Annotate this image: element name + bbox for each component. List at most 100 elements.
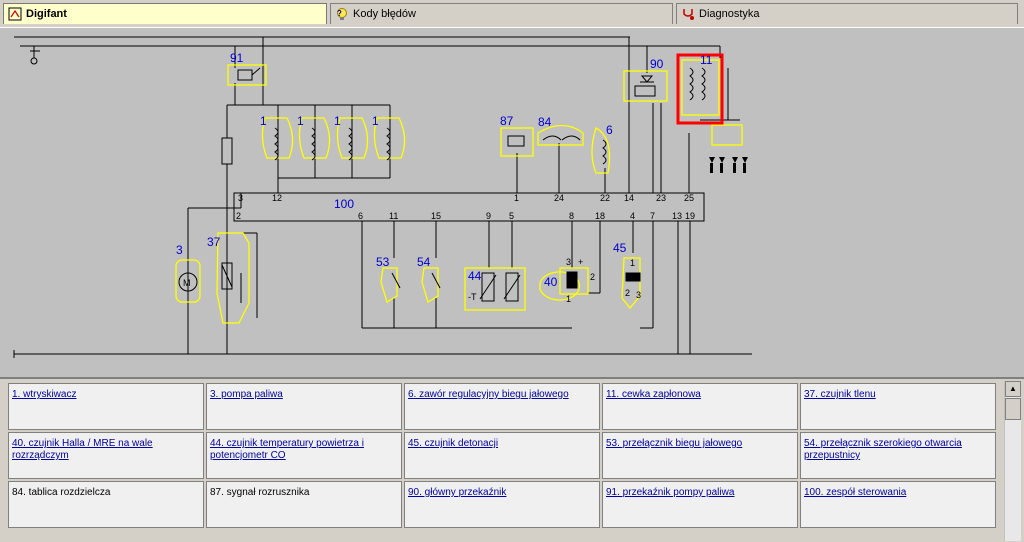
pin-label: 24 [554, 193, 564, 203]
legend-item-91[interactable]: 91. przekaźnik pompy paliwa [602, 481, 798, 528]
component-label[interactable]: 54 [417, 255, 431, 269]
lightbulb-help-icon: ? [337, 8, 347, 20]
component-label[interactable]: 6 [606, 123, 613, 137]
component-label[interactable]: 100 [334, 197, 354, 211]
starter-icon [507, 135, 525, 147]
legend-scrollbar[interactable]: ▲ [1004, 381, 1021, 541]
pin-label: 1 [514, 193, 519, 203]
component-label[interactable]: 11 [700, 53, 713, 67]
legend-item-3[interactable]: 3. pompa paliwa [206, 383, 402, 430]
tab-diagnostyka[interactable]: Diagnostyka [676, 3, 1018, 24]
pin-label: 8 [569, 211, 574, 221]
tab-label: Kody błędów [353, 8, 416, 20]
tab-label: Diagnostyka [699, 8, 760, 20]
injector-1c-outline [336, 117, 369, 159]
component-label[interactable]: 91 [230, 51, 244, 65]
component-label[interactable]: 45 [613, 241, 627, 255]
pin-label: 9 [486, 211, 491, 221]
legend-item-44[interactable]: 44. czujnik temperatury powietrza i pote… [206, 432, 402, 479]
component-label[interactable]: 37 [207, 235, 221, 249]
fuel-pump-outline [175, 259, 201, 303]
gauge-icon [542, 135, 581, 141]
pin-label: 3 [636, 290, 641, 300]
legend-item-37[interactable]: 37. czujnik tlenu [800, 383, 996, 430]
pin-label: 22 [600, 193, 610, 203]
ecu-pin-labels: 3 12 1 24 22 14 23 25 2 6 11 15 9 5 8 18… [183, 193, 695, 304]
pin-label: 25 [684, 193, 694, 203]
component-label[interactable]: 1 [260, 114, 267, 128]
component-label[interactable]: 44 [468, 269, 482, 283]
pin-label: 7 [650, 211, 655, 221]
tab-kody-bledow[interactable]: ? Kody błędów [330, 3, 673, 24]
relay-90-outline [623, 70, 668, 102]
relay-91-outline [227, 64, 267, 86]
pin-label: 1 [630, 258, 635, 268]
legend-item-6[interactable]: 6. zawór regulacyjny biegu jałowego [404, 383, 600, 430]
pin-label: 12 [272, 193, 282, 203]
component-label[interactable]: 90 [650, 57, 664, 71]
pin-label: 2 [590, 272, 595, 282]
fuse-icon [221, 137, 233, 165]
injector-1a-outline [261, 117, 294, 159]
pin-label: 1 [566, 294, 571, 304]
svg-text:?: ? [337, 9, 342, 18]
legend-item-100[interactable]: 100. zespół sterowania [800, 481, 996, 528]
legend-item-87: 87. sygnał rozrusznika [206, 481, 402, 528]
component-label[interactable]: 1 [297, 114, 304, 128]
component-label[interactable]: 53 [376, 255, 390, 269]
oxygen-sensor-outline [216, 232, 250, 324]
pin-label: 14 [624, 193, 634, 203]
component-label[interactable]: 1 [334, 114, 341, 128]
legend-item-11[interactable]: 11. cewka zapłonowa [602, 383, 798, 430]
stethoscope-icon [683, 9, 694, 20]
pin-label: 2 [625, 288, 630, 298]
legend-item-54[interactable]: 54. przełącznik szerokiego otwarcia prze… [800, 432, 996, 479]
idle-switch-outline [380, 267, 398, 303]
legend-item-45[interactable]: 45. czujnik detonacji [404, 432, 600, 479]
diode-icon [640, 75, 654, 83]
pin-label: 3 [238, 193, 243, 203]
wot-switch-outline [421, 267, 439, 303]
idle-valve-outline [591, 127, 611, 174]
air-temp-sensor-outline [464, 267, 526, 311]
selected-component-highlight [676, 53, 724, 125]
starter-signal-outline [500, 127, 534, 157]
legend-item-1[interactable]: 1. wtryskiwacz [8, 383, 204, 430]
motor-icon [178, 272, 198, 292]
scroll-thumb[interactable] [1005, 398, 1021, 420]
pin-label: 15 [431, 211, 441, 221]
pin-label: 2 [236, 211, 241, 221]
legend-item-53[interactable]: 53. przełącznik biegu jałowego [602, 432, 798, 479]
component-label[interactable]: 84 [538, 115, 552, 129]
pin-label: 5 [509, 211, 514, 221]
component-legend: 1. wtryskiwacz 3. pompa paliwa 6. zawór … [0, 377, 1024, 542]
spark-plug-connectors [709, 157, 748, 173]
injector-1b-outline [298, 117, 331, 159]
hall-sensor-outline [539, 271, 581, 301]
pin-label: 11 [389, 211, 398, 221]
pin-label: 13 [672, 211, 682, 221]
pin-label: 4 [630, 211, 635, 221]
component-label[interactable]: 1 [372, 114, 379, 128]
component-label[interactable]: 40 [544, 275, 558, 289]
component-label[interactable]: 87 [500, 114, 514, 128]
tab-bar: Digifant ? Kody błędów Diagnostyka [0, 0, 1024, 28]
pin-label: 6 [358, 211, 363, 221]
tab-digifant[interactable]: Digifant [3, 3, 327, 24]
legend-item-40[interactable]: 40. czujnik Halla / MRE na wale rozrządc… [8, 432, 204, 479]
pin-label: + [578, 257, 583, 267]
coil-icon [274, 127, 279, 161]
tab-label: Digifant [26, 8, 67, 20]
pin-label: 18 [595, 211, 605, 221]
wiring-diagram: 91 90 87 84 6 11 1 1 1 1 100 3 37 53 54 … [0, 27, 1024, 378]
component-label[interactable]: 3 [176, 243, 183, 257]
ignition-coil-outline [681, 59, 720, 116]
knock-sensor-outline [621, 257, 641, 310]
wiring-diagram-svg: 91 90 87 84 6 11 1 1 1 1 100 3 37 53 54 … [10, 28, 755, 358]
injector-1d-outline [373, 117, 406, 159]
legend-item-90[interactable]: 90. główny przekaźnik [404, 481, 600, 528]
sensor-minus-label: -T [468, 292, 477, 302]
dashboard-outline [537, 124, 584, 146]
pin-label: 19 [685, 211, 695, 221]
scroll-up-button[interactable]: ▲ [1005, 381, 1021, 397]
